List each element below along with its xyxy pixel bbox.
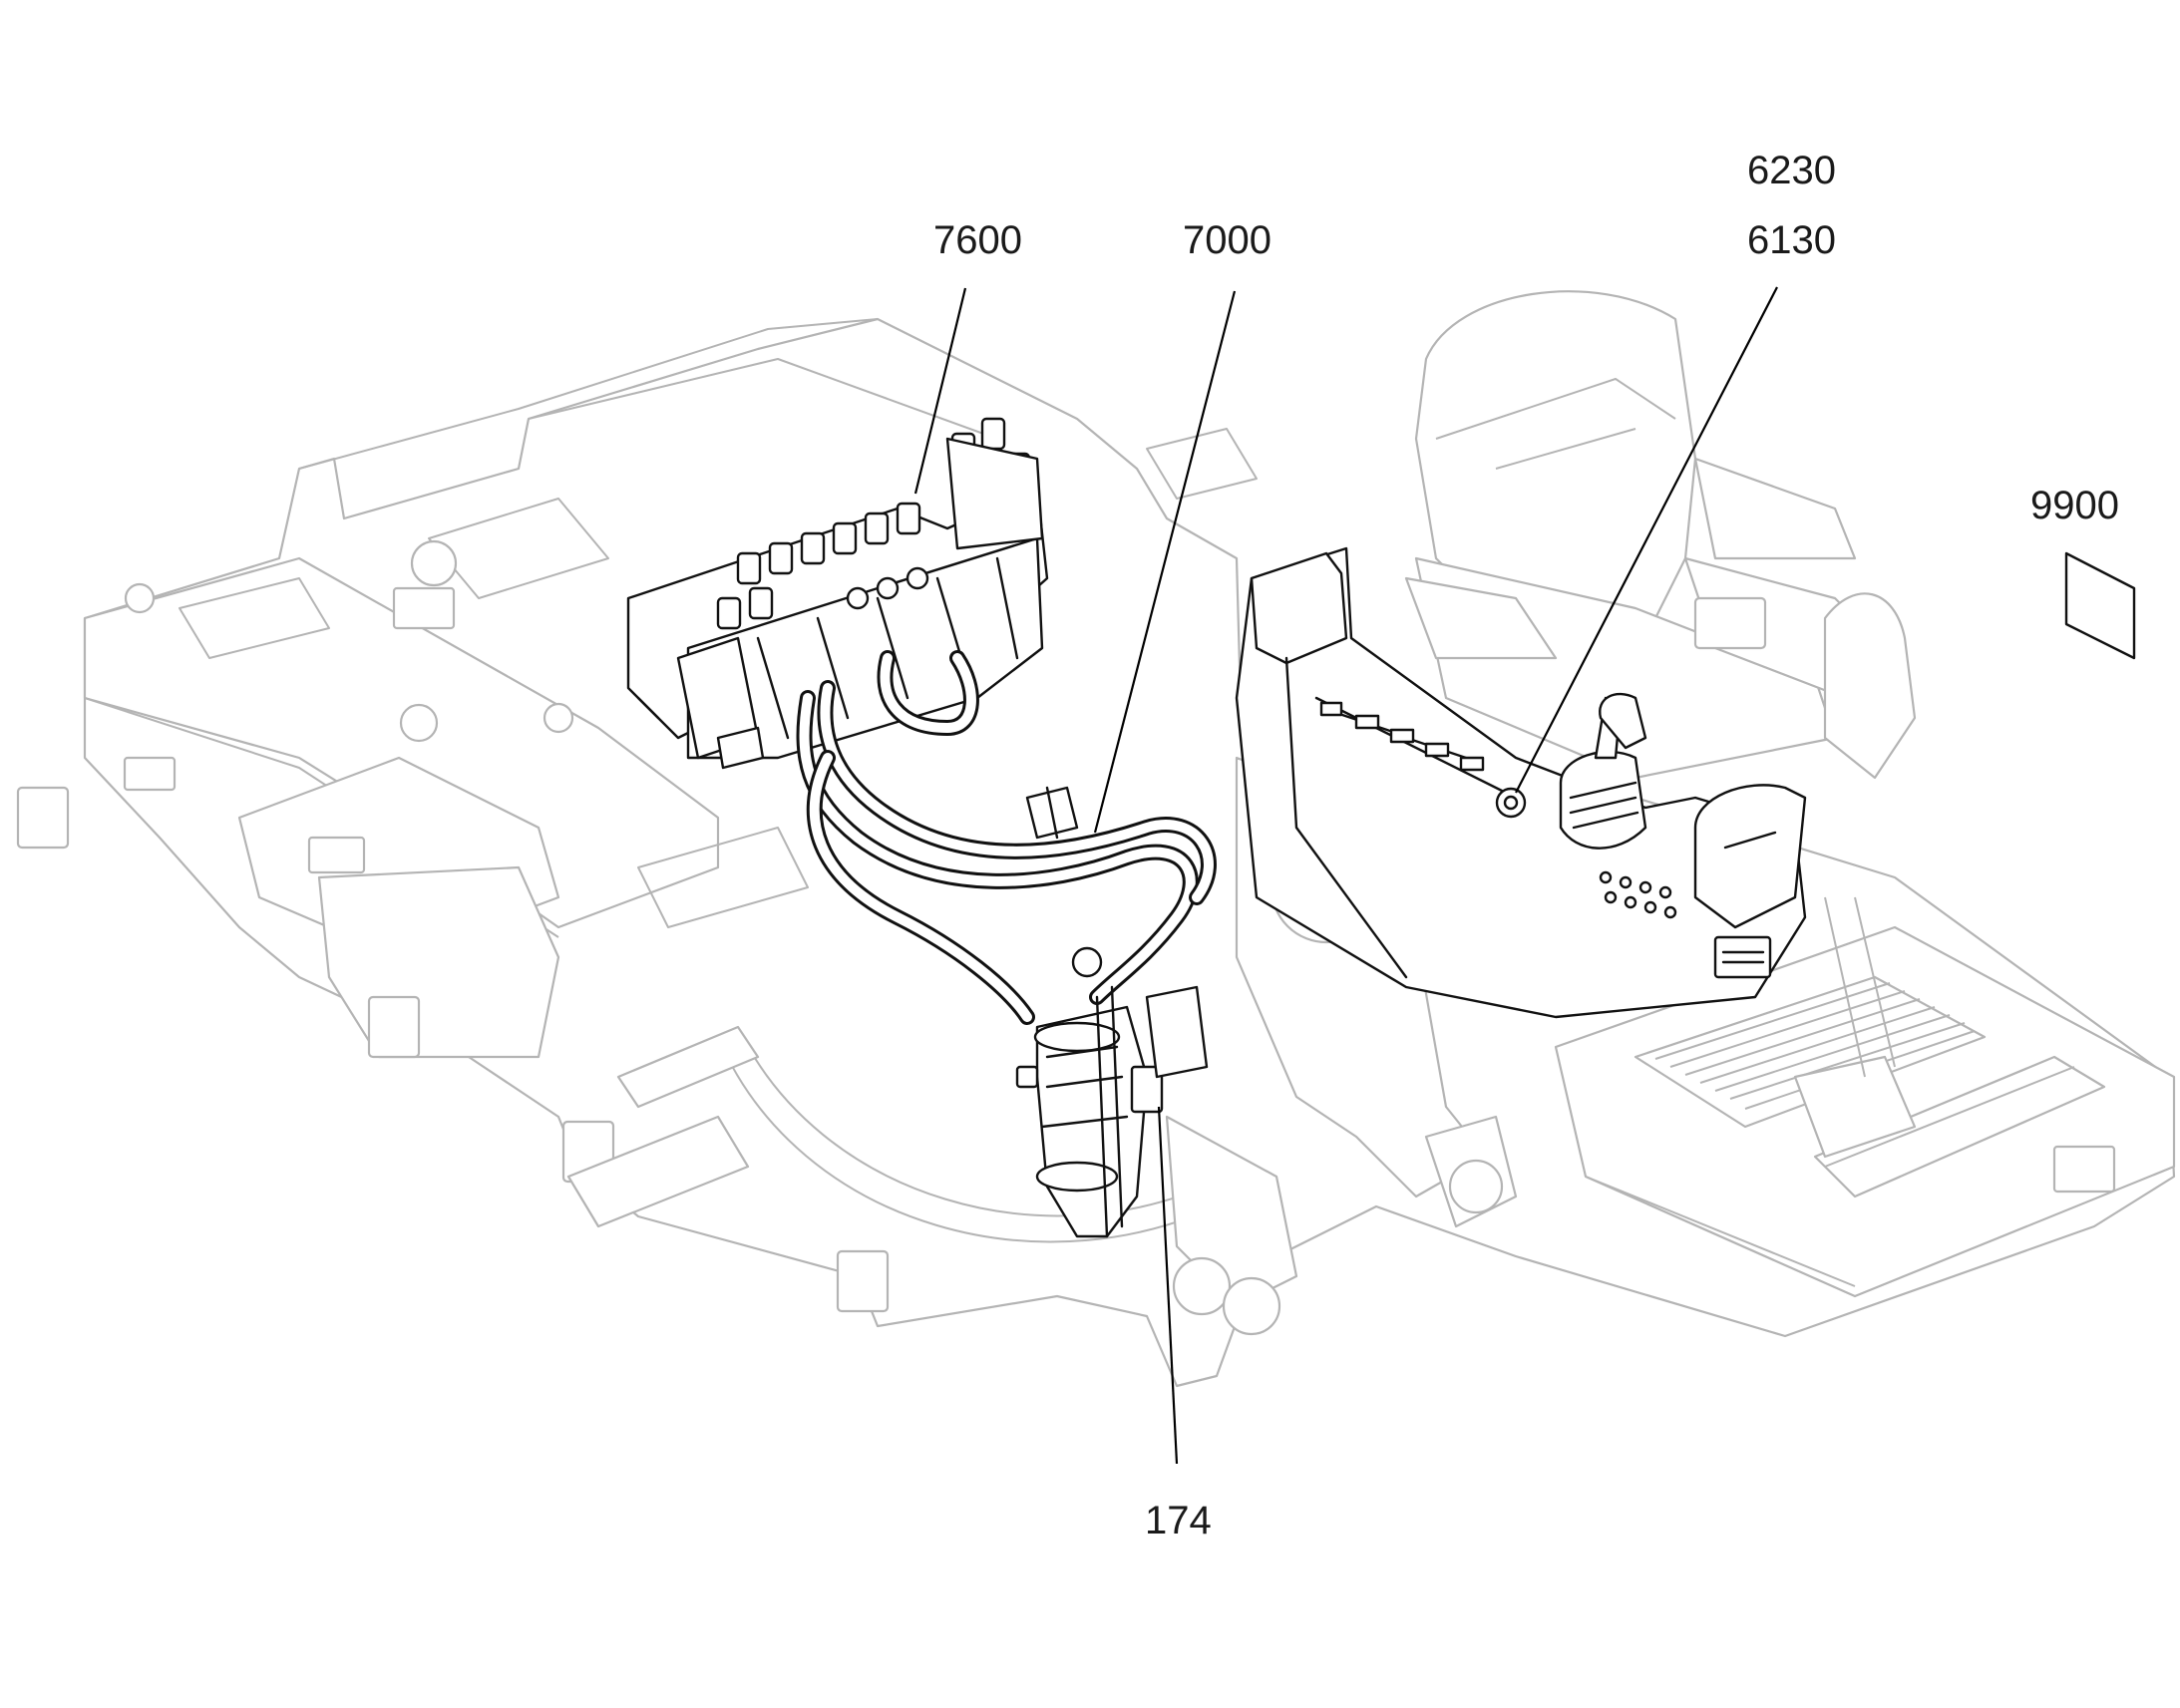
part-9900-plate — [2064, 551, 2136, 660]
leader-7000 — [1093, 290, 1237, 834]
callout-9900: 9900 — [2030, 484, 2119, 527]
console-keypad — [1599, 870, 1677, 919]
leader-174 — [1157, 1106, 1179, 1465]
callout-7600: 7600 — [933, 218, 1022, 262]
callout-174: 174 — [1145, 1499, 1212, 1542]
callout-6130: 6130 — [1747, 218, 1836, 262]
control-valve-block — [626, 417, 1049, 770]
operator-seat — [1404, 290, 1917, 780]
swivel-joint — [1015, 946, 1209, 1238]
hydraulic-hoses — [796, 650, 1217, 1025]
floor-grille — [1634, 975, 1987, 1129]
leader-7600 — [913, 287, 967, 495]
leader-6130 — [1515, 286, 1778, 794]
callout-7000: 7000 — [1183, 218, 1272, 262]
callout-6230: 6230 — [1747, 149, 1836, 192]
